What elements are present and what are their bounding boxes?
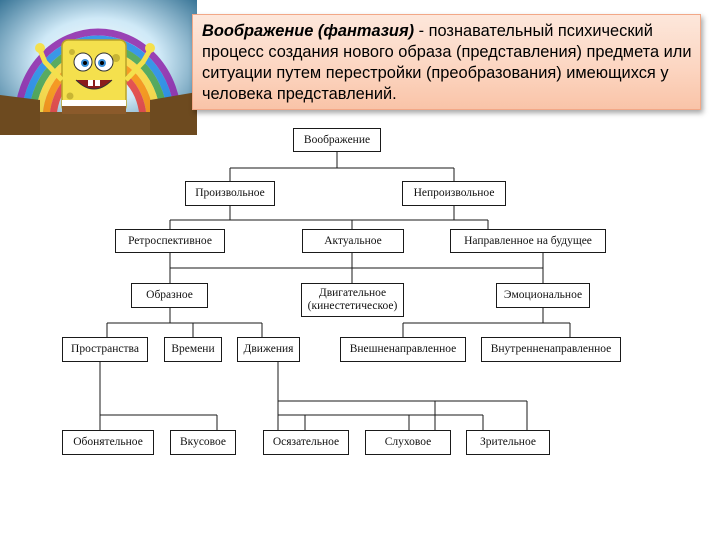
- node-olfactory: Обонятельное: [62, 430, 154, 455]
- node-future-directed: Направленное на будущее: [450, 229, 606, 253]
- node-inward-directed: Внутренненаправленное: [481, 337, 621, 362]
- node-time: Времени: [164, 337, 222, 362]
- node-auditory: Слуховое: [365, 430, 451, 455]
- node-emotional: Эмоциональное: [496, 283, 590, 308]
- node-motion: Движения: [237, 337, 300, 362]
- node-tactile: Осязательное: [263, 430, 349, 455]
- node-outward-directed: Внешненаправленное: [340, 337, 466, 362]
- node-imagination: Воображение: [293, 128, 381, 152]
- node-retrospective: Ретроспективное: [115, 229, 225, 253]
- definition-callout: Воображение (фантазия) - познавательный …: [192, 14, 701, 110]
- definition-term: Воображение (фантазия): [202, 22, 415, 40]
- node-space: Пространства: [62, 337, 148, 362]
- node-involuntary: Непроизвольное: [402, 181, 506, 206]
- node-kinesthetic: Двигательное (кинестетическое): [301, 283, 404, 317]
- node-actual: Актуальное: [302, 229, 404, 253]
- spongebob-rainbow-image: [0, 0, 197, 135]
- node-voluntary: Произвольное: [185, 181, 275, 206]
- node-gustatory: Вкусовое: [170, 430, 236, 455]
- node-figurative: Образное: [131, 283, 208, 308]
- definition-text: - познавательный психический процесс соз…: [202, 22, 692, 103]
- node-visual: Зрительное: [466, 430, 550, 455]
